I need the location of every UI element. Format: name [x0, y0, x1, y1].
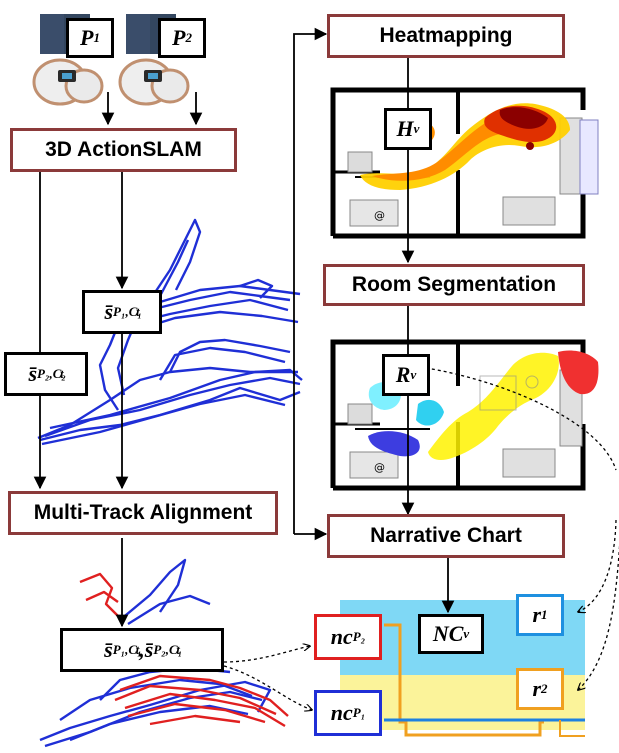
floorplan-heatmap: @ [330, 87, 599, 239]
shoe-image-p2 [118, 14, 190, 106]
actionslam-box: 3D ActionSLAM [10, 128, 237, 172]
narrative-chart-box: Narrative Chart [327, 514, 565, 558]
trajectory-plot-p1 [37, 218, 303, 446]
floorplan-segmentation: @ [330, 339, 599, 491]
heatmapping-box: Heatmapping [327, 14, 565, 58]
room-segmentation-box: Room Segmentation [323, 264, 585, 306]
multi-track-alignment-box: Multi-Track Alignment [8, 491, 278, 535]
trajectory-plot-aligned [39, 558, 289, 748]
dashed-connectors [223, 367, 619, 710]
svg-text:@: @ [374, 209, 385, 222]
svg-text:@: @ [374, 461, 385, 474]
flow-arrows [33, 27, 455, 628]
